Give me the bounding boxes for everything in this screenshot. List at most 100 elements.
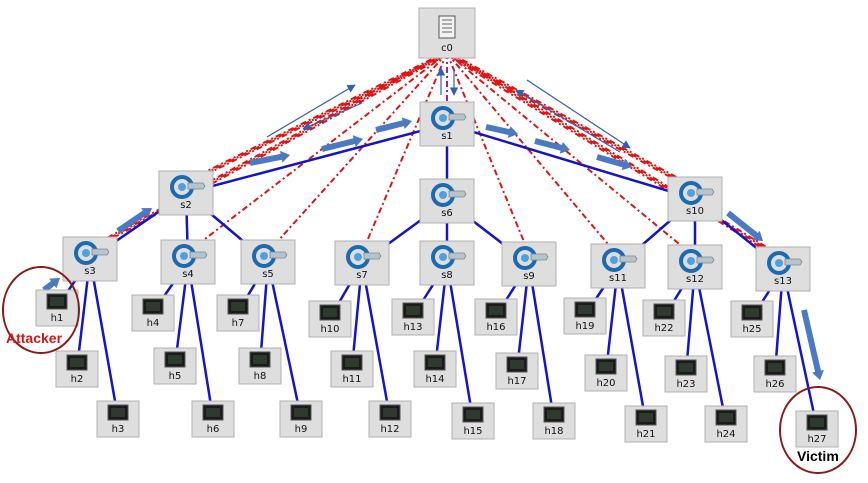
openflow-switch-icon (346, 245, 382, 269)
flow-arrow (534, 138, 570, 154)
control-message-arrow (302, 102, 363, 130)
host-h10[interactable]: h10 (308, 300, 352, 338)
switch-label: s10 (686, 206, 704, 217)
host-h1[interactable]: h1 (35, 289, 79, 327)
control-link-s2 (182, 52, 445, 184)
terminal-icon (402, 302, 424, 319)
host-h25[interactable]: h25 (730, 300, 774, 338)
control-link-s10 (446, 52, 696, 190)
host-label: h16 (486, 322, 505, 333)
switch-s11[interactable]: s11 (590, 243, 646, 289)
host-label: h17 (507, 376, 526, 387)
terminal-icon (543, 406, 565, 423)
switch-label: s11 (609, 273, 627, 284)
host-label: h24 (716, 429, 735, 440)
switch-s10[interactable]: s10 (667, 176, 723, 222)
terminal-icon (485, 302, 507, 319)
switch-s12[interactable]: s12 (667, 244, 723, 290)
link-s7-h12 (360, 262, 392, 419)
link-s9-h18 (527, 263, 556, 421)
host-h26[interactable]: h26 (753, 355, 797, 393)
switch-s4[interactable]: s4 (160, 239, 216, 285)
switch-label: s3 (84, 266, 96, 277)
control-link-s5 (267, 52, 448, 253)
host-h23[interactable]: h23 (664, 355, 708, 393)
host-h16[interactable]: h16 (474, 298, 518, 336)
host-h2[interactable]: h2 (55, 350, 99, 388)
host-label: h9 (295, 424, 308, 435)
terminal-icon (635, 409, 657, 426)
switch-s2[interactable]: s2 (158, 170, 214, 216)
host-label: h1 (51, 313, 64, 324)
host-h12[interactable]: h12 (368, 400, 412, 438)
host-h5[interactable]: h5 (153, 347, 197, 385)
host-h13[interactable]: h13 (391, 298, 435, 336)
host-h17[interactable]: h17 (495, 352, 539, 390)
control-link-s4 (187, 52, 448, 253)
switch-s9[interactable]: s9 (501, 241, 557, 287)
control-link-s13 (446, 52, 784, 260)
flow-arrow (375, 117, 412, 133)
switch-label: s12 (686, 274, 704, 285)
host-h4[interactable]: h4 (131, 294, 175, 332)
terminal-icon (424, 354, 446, 371)
terminal-icon (66, 354, 88, 371)
switch-s5[interactable]: s5 (240, 239, 296, 285)
control-link-s13 (443, 52, 781, 260)
switch-label: s1 (441, 131, 453, 142)
switch-s13[interactable]: s13 (755, 246, 811, 292)
terminal-icon (574, 301, 596, 318)
host-label: h26 (765, 379, 784, 390)
switch-s3[interactable]: s3 (62, 236, 118, 282)
control-link-s13 (449, 52, 787, 260)
terminal-icon (107, 404, 129, 421)
control-link-s2 (185, 52, 448, 184)
attack-flow-arrows (42, 117, 824, 380)
host-h15[interactable]: h15 (451, 402, 495, 440)
switch-s1[interactable]: s1 (419, 101, 475, 147)
link-s5-h9 (266, 261, 303, 419)
host-label: h14 (425, 374, 444, 385)
link-s1-s10 (446, 122, 696, 201)
link-s8-h15 (445, 262, 475, 421)
terminal-icon (46, 293, 68, 310)
control-link-s7 (361, 52, 448, 254)
host-h21[interactable]: h21 (624, 405, 668, 443)
host-h8[interactable]: h8 (238, 347, 282, 385)
terminal-icon (341, 354, 363, 371)
terminal-icon (595, 358, 617, 375)
host-h18[interactable]: h18 (532, 402, 576, 440)
host-label: h22 (654, 323, 673, 334)
terminal-icon (379, 404, 401, 421)
host-h27[interactable]: h27 (795, 410, 839, 448)
host-h9[interactable]: h9 (279, 400, 323, 438)
host-h19[interactable]: h19 (563, 297, 607, 335)
openflow-switch-icon (602, 248, 638, 272)
host-h20[interactable]: h20 (584, 354, 628, 392)
host-label: h12 (380, 424, 399, 435)
terminal-icon (202, 404, 224, 421)
terminal-icon (741, 304, 763, 321)
host-h14[interactable]: h14 (413, 350, 457, 388)
host-label: h3 (112, 424, 125, 435)
host-label: h13 (403, 322, 422, 333)
link-s12-h24 (693, 266, 728, 424)
control-link-s3 (86, 52, 445, 250)
host-label: h5 (169, 371, 182, 382)
host-h6[interactable]: h6 (191, 400, 235, 438)
host-h3[interactable]: h3 (96, 400, 140, 438)
switch-s8[interactable]: s8 (419, 240, 475, 286)
openflow-switch-icon (172, 244, 208, 268)
host-h11[interactable]: h11 (330, 350, 374, 388)
host-h24[interactable]: h24 (704, 405, 748, 443)
flow-arrow (116, 208, 152, 234)
switch-s7[interactable]: s7 (334, 240, 390, 286)
flow-arrow (321, 135, 363, 152)
host-h7[interactable]: h7 (216, 294, 260, 332)
host-h22[interactable]: h22 (642, 299, 686, 337)
openflow-switch-icon (767, 251, 803, 275)
controller-c0[interactable]: c0 (418, 7, 476, 59)
host-label: h19 (575, 321, 594, 332)
switch-s6[interactable]: s6 (419, 178, 475, 224)
